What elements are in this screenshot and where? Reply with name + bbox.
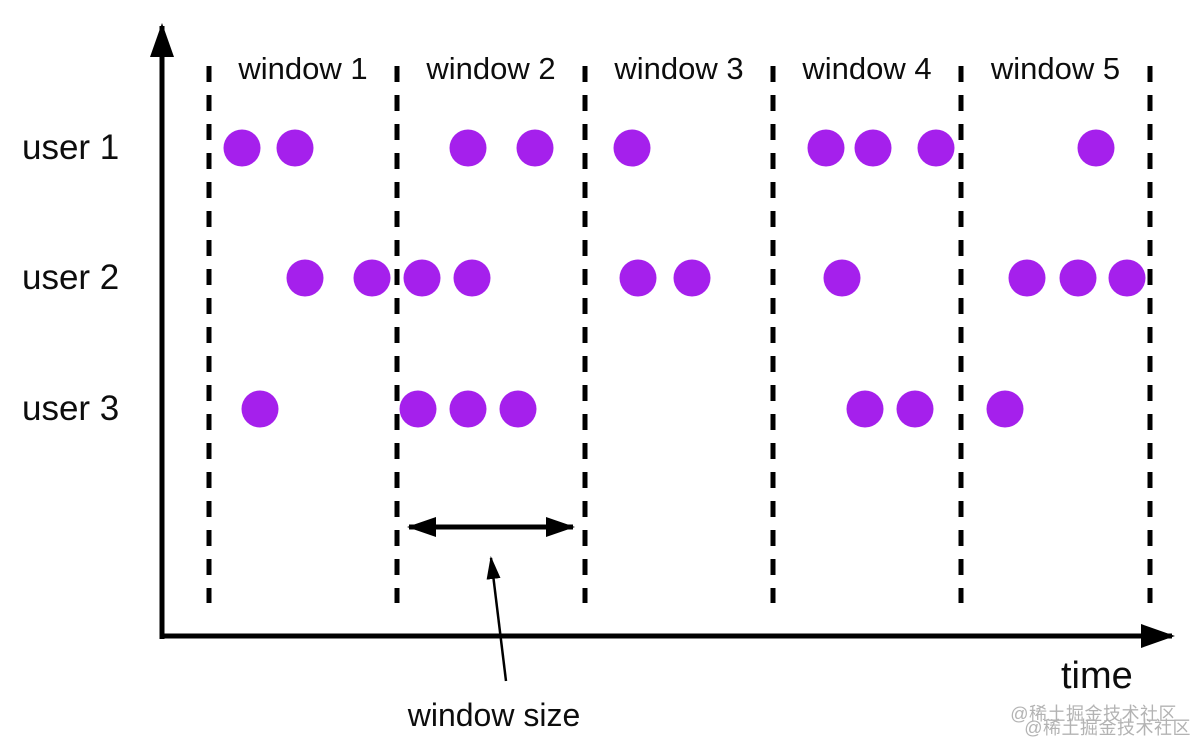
event-dot [917,129,955,167]
window-label: window 3 [614,51,744,86]
event-dot [449,390,487,428]
event-dot [986,390,1024,428]
event-dot [619,259,657,297]
event-dot [499,390,537,428]
event-dot [846,390,884,428]
event-dot [353,259,391,297]
event-dot [823,259,861,297]
watermark-line-1: @稀土掘金技术社区 [1010,704,1177,724]
event-dot [854,129,892,167]
event-dot [613,129,651,167]
watermark-line-2: @稀土掘金技术社区 [1024,718,1191,738]
user-label: user 1 [22,127,120,167]
event-dot [276,129,314,167]
event-dot [516,129,554,167]
user-label: user 2 [22,257,120,297]
window-boundaries [206,66,1153,603]
x-axis-label: time [1061,655,1133,697]
event-dot [449,129,487,167]
window-size-pointer-arrow [486,556,508,682]
event-dot [286,259,324,297]
window-label: window 5 [990,51,1121,86]
event-dot [223,129,261,167]
event-dot [807,129,845,167]
event-dot [896,390,934,428]
event-dot [673,259,711,297]
event-dot [399,390,437,428]
window-size-label: window size [407,697,581,733]
window-label: window 4 [802,51,932,86]
window-label: window 1 [238,51,368,86]
event-dot [1008,259,1046,297]
user-label: user 3 [22,388,120,428]
event-dot [241,390,279,428]
event-dots [223,129,1146,428]
event-dot [1077,129,1115,167]
event-dot [1059,259,1097,297]
event-dot [1108,259,1146,297]
event-dot [403,259,441,297]
window-label: window 2 [426,51,556,86]
event-dot [453,259,491,297]
